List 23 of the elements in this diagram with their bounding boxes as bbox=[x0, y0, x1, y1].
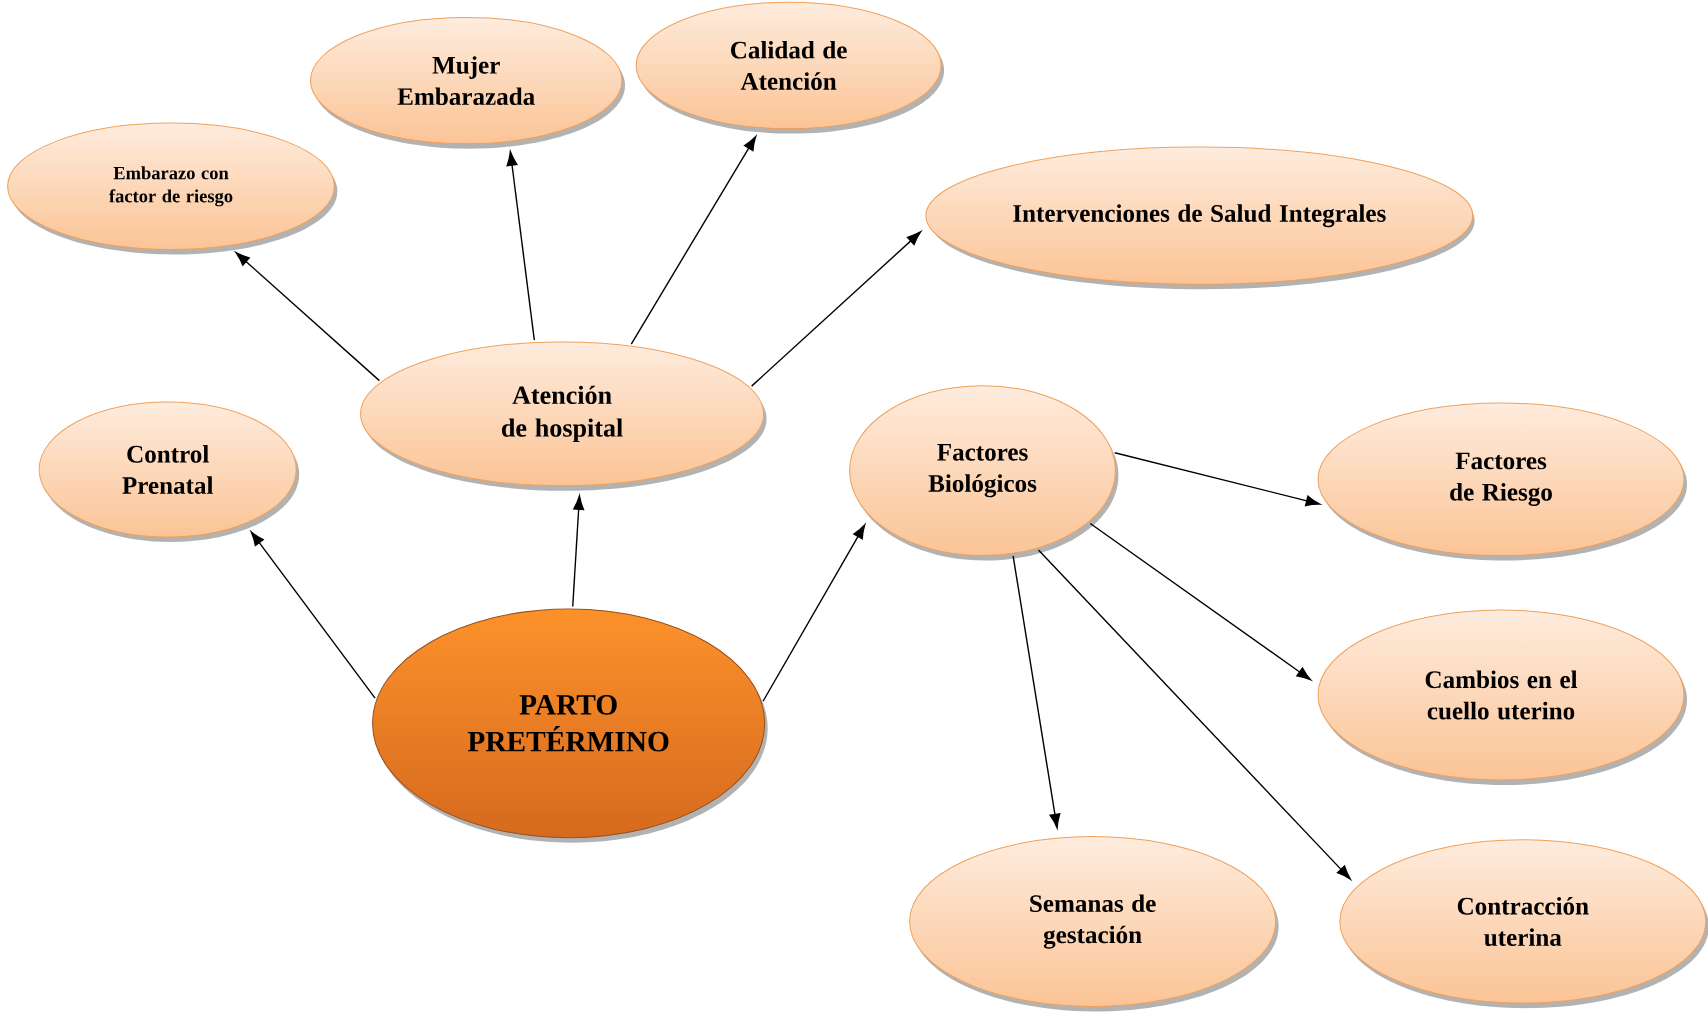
ellipse-node: Calidad de Atención bbox=[635, 1, 945, 134]
arrow bbox=[235, 251, 381, 382]
ellipse-node: Cambios en el cuello uterino bbox=[1317, 609, 1687, 785]
ellipse-node: Embarazo con factor de riesgo bbox=[7, 122, 338, 255]
ellipse-node: Semanas de gestación bbox=[909, 836, 1279, 1012]
arrow bbox=[1012, 555, 1061, 829]
arrow bbox=[250, 531, 376, 699]
ellipse-node: Control Prenatal bbox=[38, 401, 300, 542]
ellipse-node: Intervenciones de Salud Integrales bbox=[925, 146, 1475, 290]
arrow bbox=[630, 135, 757, 345]
ellipse-node: Mujer Embarazada bbox=[309, 16, 625, 149]
ellipse-node: Factores de Riesgo bbox=[1317, 402, 1687, 561]
arrow bbox=[572, 495, 585, 608]
arrow bbox=[506, 151, 536, 341]
arrow bbox=[1089, 522, 1312, 681]
ellipse-node: Contracción uterina bbox=[1339, 839, 1708, 1009]
ellipse-node: Atención de hospital bbox=[360, 341, 767, 491]
arrow bbox=[1114, 452, 1321, 507]
arrow bbox=[762, 524, 866, 702]
arrow bbox=[750, 231, 922, 387]
ellipse-node: PARTO PRETÉRMINO bbox=[372, 608, 768, 843]
arrow bbox=[1037, 549, 1351, 880]
ellipse-node: Factores Biológicos bbox=[849, 385, 1119, 561]
